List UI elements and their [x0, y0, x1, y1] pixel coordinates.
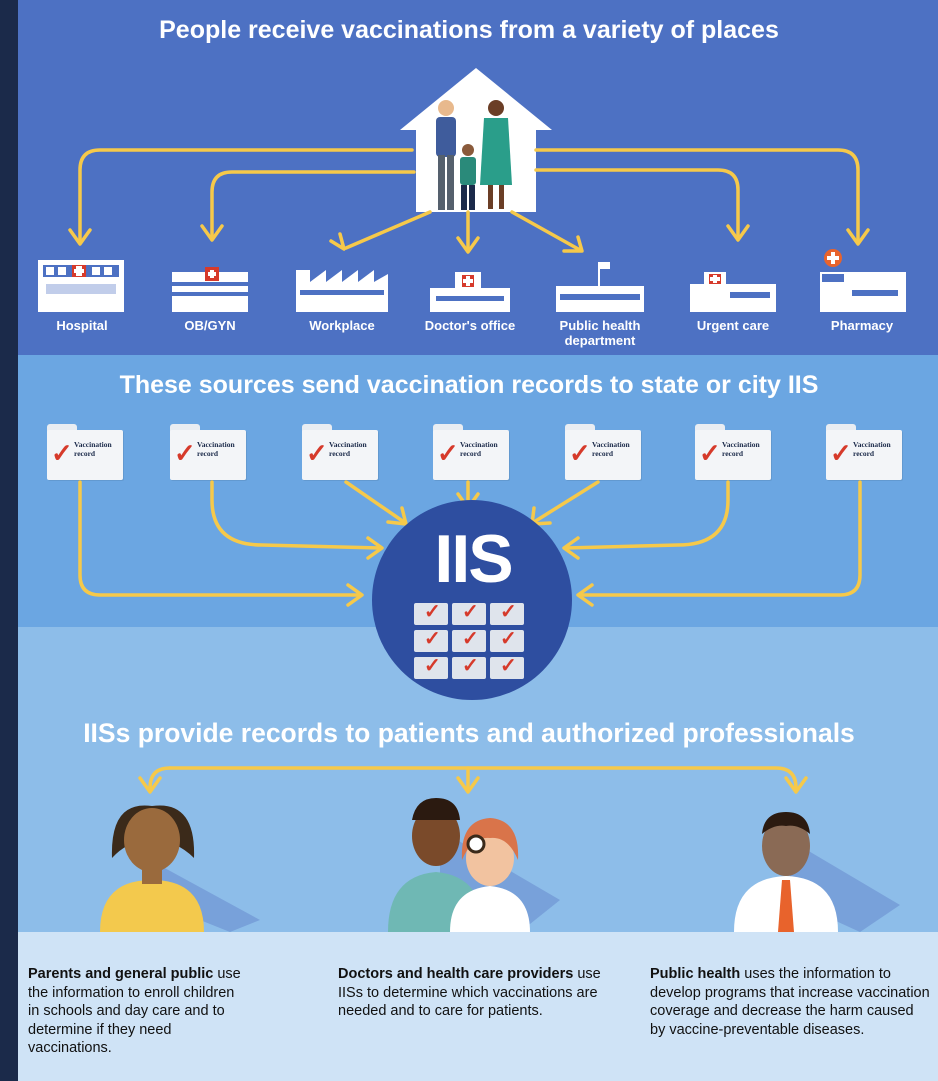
checkmark-icon: ✓ — [306, 438, 328, 468]
iis-record-icon: ✓ — [452, 628, 486, 652]
iis-record-icon: ✓ — [490, 601, 524, 625]
record-folder: ✓Vaccination record — [565, 424, 641, 480]
iis-record-icon: ✓ — [414, 601, 448, 625]
record-folder: ✓Vaccination record — [826, 424, 902, 480]
checkmark-icon: ✓ — [51, 438, 73, 468]
label-public-health-department: Public health department — [559, 318, 641, 348]
record-folder: ✓Vaccination record — [302, 424, 378, 480]
checkmark-icon: ✓ — [437, 438, 459, 468]
label-hospital: Hospital — [56, 318, 108, 333]
heading-provide: IISs provide records to patients and aut… — [83, 718, 855, 748]
checkmark-icon: ✓ — [569, 438, 591, 468]
label-pharmacy: Pharmacy — [830, 318, 894, 333]
person-public-health-icon — [734, 812, 900, 932]
desc-doctors: Doctors and health care providers use II… — [338, 966, 601, 1019]
record-folder: ✓Vaccination record — [47, 424, 123, 480]
checkmark-icon: ✓ — [830, 438, 852, 468]
label-workplace: Workplace — [309, 318, 375, 333]
record-arrows — [78, 480, 862, 607]
desc-public-health: Public health uses the information to de… — [650, 966, 930, 1038]
iis-record-icon: ✓ — [414, 655, 448, 679]
provide-arrows — [138, 766, 808, 794]
iis-record-icon: ✓ — [414, 628, 448, 652]
iis-record-icon: ✓ — [490, 628, 524, 652]
iis-record-icon: ✓ — [452, 655, 486, 679]
iis-record-icon: ✓ — [490, 655, 524, 679]
person-doctor-icon — [388, 798, 560, 932]
record-folder: ✓Vaccination record — [170, 424, 246, 480]
building-icons — [38, 249, 906, 312]
heading-places: People receive vaccinations from a varie… — [159, 16, 779, 44]
person-parent-icon — [100, 805, 260, 932]
iis-record-icon: ✓ — [452, 601, 486, 625]
label-obgyn: OB/GYN — [184, 318, 236, 333]
label-doctors-office: Doctor's office — [424, 318, 516, 333]
record-folder: ✓Vaccination record — [695, 424, 771, 480]
label-urgent-care: Urgent care — [696, 318, 770, 333]
desc-parents: Parents and general public use the infor… — [28, 966, 241, 1056]
heading-records: These sources send vaccination records t… — [119, 371, 819, 399]
house-arrows — [68, 148, 870, 254]
record-folder: ✓Vaccination record — [433, 424, 509, 480]
checkmark-icon: ✓ — [699, 438, 721, 468]
iis-label: IIS — [434, 521, 513, 597]
section-descriptions — [18, 932, 938, 1081]
checkmark-icon: ✓ — [174, 438, 196, 468]
home-icon — [400, 68, 552, 212]
